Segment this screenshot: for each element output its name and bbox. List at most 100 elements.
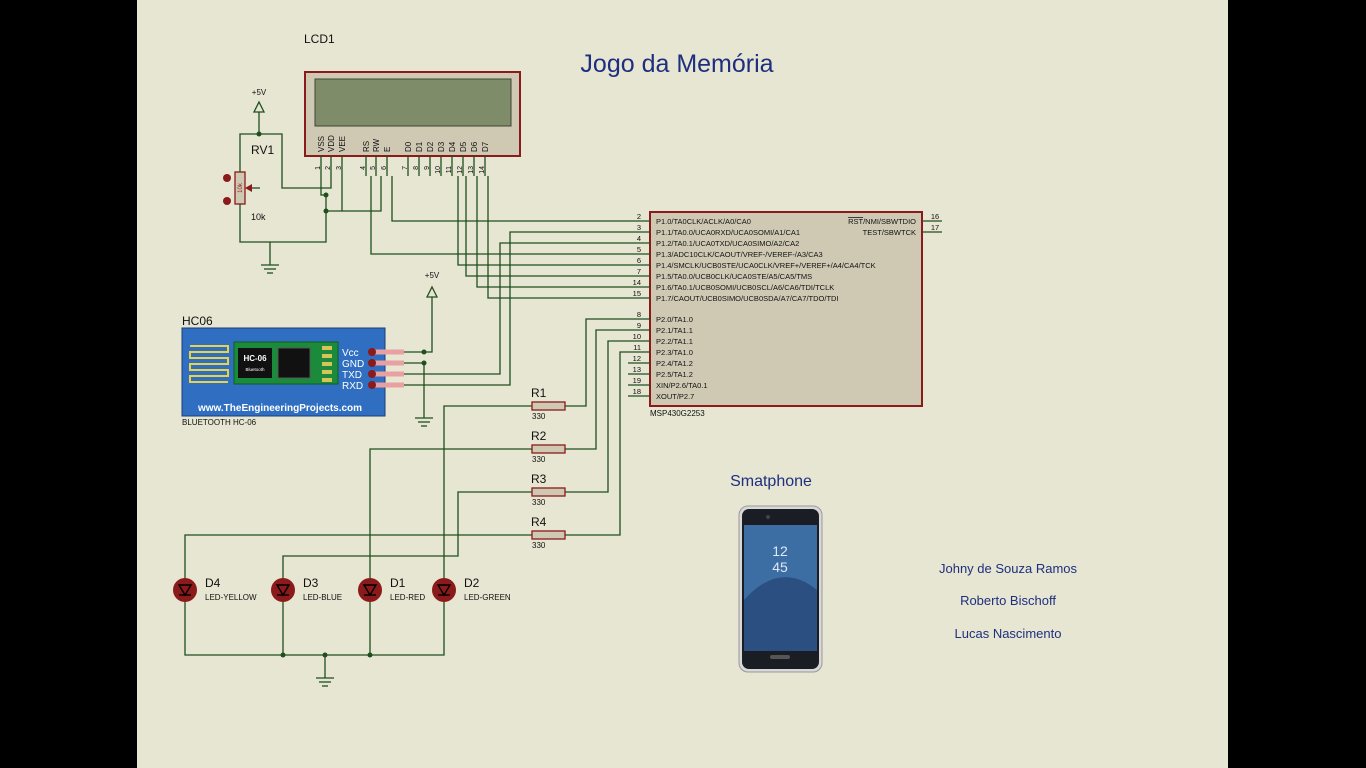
mcu-pin-number: 13 bbox=[633, 365, 641, 374]
resistor-ref: R2 bbox=[531, 429, 547, 443]
author-1: Johny de Souza Ramos bbox=[939, 561, 1078, 576]
smartphone-label: Smatphone bbox=[730, 473, 812, 490]
lcd-pin-number: 11 bbox=[446, 166, 453, 173]
mcu: MSP430G2253 bbox=[649, 211, 923, 418]
mcu-pin-number: 12 bbox=[633, 354, 641, 363]
mcu-pin-label-text: TEST/SBWTCK bbox=[863, 228, 916, 237]
pot-pin-marker-1 bbox=[223, 174, 231, 182]
power-symbol-2: +5V bbox=[425, 271, 440, 298]
mcu-pin-label: XOUT/P2.7 bbox=[656, 392, 694, 401]
resistor-body bbox=[531, 530, 566, 540]
lcd-pin-number: 9 bbox=[424, 166, 431, 170]
led-ref: D2 bbox=[464, 576, 480, 590]
hc06-pin-dot bbox=[368, 381, 376, 389]
mcu-pin-label: P2.4/TA1.2 bbox=[656, 359, 693, 368]
lcd-pin-name: D4 bbox=[448, 141, 457, 152]
smartphone: Smatphone 12 45 bbox=[730, 473, 823, 673]
resistor-value: 330 bbox=[532, 412, 546, 421]
mcu-pin-label: P2.1/TA1.1 bbox=[656, 326, 693, 335]
mcu-pin-number: 9 bbox=[637, 321, 641, 330]
lcd-pin-name: VDD bbox=[327, 135, 336, 152]
hc06-module: HC06 HC-06 Bluetooth www.TheEngineeringP… bbox=[181, 314, 386, 427]
lcd-ref: LCD1 bbox=[304, 32, 335, 46]
lcd-pin-number: 4 bbox=[360, 166, 367, 170]
power-label-2: +5V bbox=[425, 271, 440, 280]
leds: D4LED-YELLOWD3LED-BLUED1LED-REDD2LED-GRE… bbox=[173, 576, 511, 602]
mcu-pin-number: 7 bbox=[637, 267, 641, 276]
hc06-side-pads bbox=[322, 346, 332, 382]
lcd-pin-number: 2 bbox=[325, 166, 332, 170]
mcu-pin-overline-label: RST bbox=[848, 217, 863, 226]
hc06-pin-label: RXD bbox=[342, 381, 363, 392]
lcd-pin-number: 3 bbox=[336, 166, 343, 170]
mcu-pin-label: P1.4/SMCLK/UCB0STE/UCA0CLK/VREF+/VEREF+/… bbox=[656, 261, 876, 270]
lcd-pin-number: 8 bbox=[413, 166, 420, 170]
hc06-pin-dot bbox=[368, 348, 376, 356]
resistor-body bbox=[531, 401, 566, 411]
junctions bbox=[256, 131, 427, 658]
mcu-name: MSP430G2253 bbox=[650, 409, 705, 418]
lcd-pin-name: D0 bbox=[404, 141, 413, 152]
mcu-pin-number: 16 bbox=[931, 212, 939, 221]
lcd-pin-name: VSS bbox=[317, 136, 326, 152]
led-ref: D3 bbox=[303, 576, 319, 590]
mcu-pin-number: 10 bbox=[633, 332, 641, 341]
ground-symbol-1 bbox=[261, 264, 279, 274]
hc06-antenna bbox=[189, 345, 229, 383]
lcd-display: LCD1 bbox=[304, 32, 521, 157]
mcu-pin-number: 18 bbox=[633, 387, 641, 396]
mcu-pin-label-text: /NMI/SBWTDIO bbox=[863, 217, 916, 226]
led-body bbox=[432, 578, 456, 602]
mcu-body bbox=[649, 211, 923, 407]
led-type: LED-GREEN bbox=[464, 593, 511, 602]
lcd-pin-number: 10 bbox=[435, 166, 442, 174]
mcu-pin-number: 19 bbox=[633, 376, 641, 385]
hc06-chip-sublabel: Bluetooth bbox=[245, 367, 265, 372]
lcd-pins: VSS1VDD2VEE3RS4RW5E6D07D18D29D310D411D51… bbox=[315, 135, 490, 176]
mcu-pin-number: 11 bbox=[633, 343, 641, 352]
mcu-pin-label: P2.5/TA1.2 bbox=[656, 370, 693, 379]
wires bbox=[184, 112, 942, 678]
resistor: R3 330 bbox=[531, 472, 566, 507]
author-2: Roberto Bischoff bbox=[960, 593, 1056, 608]
mcu-pin-label: P2.3/TA1.0 bbox=[656, 348, 693, 357]
lcd-pin-name: E bbox=[383, 147, 392, 152]
mcu-pin-label: XIN/P2.6/TA0.1 bbox=[656, 381, 708, 390]
resistor-value: 330 bbox=[532, 498, 546, 507]
lcd-pin-number: 12 bbox=[457, 166, 464, 174]
mcu-pin-label: P1.6/TA0.1/UCB0SOMI/UCB0SCL/A6/CA6/TDI/T… bbox=[656, 283, 834, 292]
resistor-body bbox=[531, 487, 566, 497]
resistor-ref: R3 bbox=[531, 472, 547, 486]
mcu-pin-label: P1.3/ADC10CLK/CAOUT/VREF-/VEREF-/A3/CA3 bbox=[656, 250, 823, 259]
led-type: LED-YELLOW bbox=[205, 593, 257, 602]
hc06-ref: HC06 bbox=[182, 314, 213, 328]
lcd-pin-name: D6 bbox=[470, 141, 479, 152]
pot-value: 10k bbox=[251, 212, 266, 222]
hc06-pin-dot bbox=[368, 370, 376, 378]
led-diode-symbol bbox=[436, 584, 452, 597]
hc06-chip-label: HC-06 bbox=[243, 354, 267, 363]
mcu-pin-label: P2.2/TA1.1 bbox=[656, 337, 693, 346]
hc06-pin-label: TXD bbox=[342, 370, 362, 381]
led-body bbox=[358, 578, 382, 602]
mcu-pin-number: 15 bbox=[633, 289, 641, 298]
mcu-pin-label: P1.0/TA0CLK/ACLK/A0/CA0 bbox=[656, 217, 751, 226]
lcd-pin-name: D3 bbox=[437, 141, 446, 152]
mcu-pin-number: 14 bbox=[633, 278, 641, 287]
power-symbol-1: +5V bbox=[252, 88, 267, 113]
lcd-screen bbox=[314, 78, 512, 127]
potentiometer: RV1 10k 10k bbox=[223, 143, 274, 222]
led-body bbox=[271, 578, 295, 602]
mcu-pin-label: P1.1/TA0.0/UCA0RXD/UCA0SOMI/A1/CA1 bbox=[656, 228, 800, 237]
mcu-pin-label: P1.2/TA0.1/UCA0TXD/UCA0SIMO/A2/CA2 bbox=[656, 239, 799, 248]
lcd-pin-number: 5 bbox=[370, 166, 377, 170]
author-3: Lucas Nascimento bbox=[955, 626, 1062, 641]
pot-wiper bbox=[245, 184, 252, 192]
